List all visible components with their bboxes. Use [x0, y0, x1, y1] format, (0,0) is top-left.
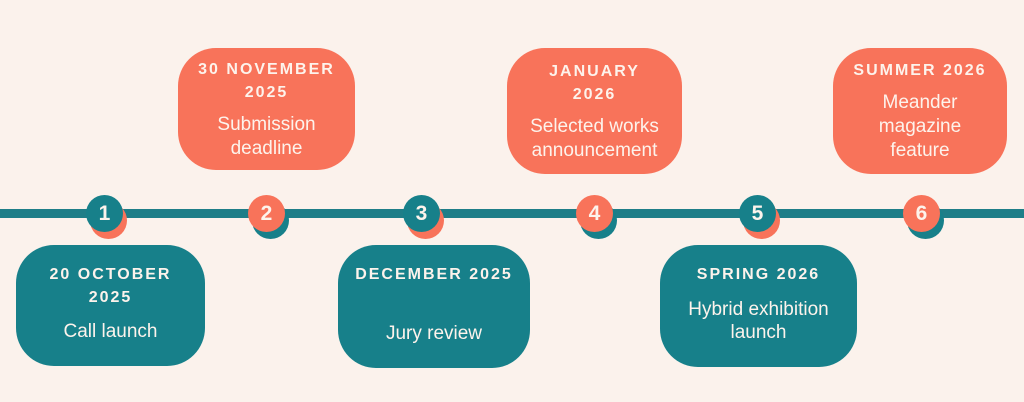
milestone-3-number-badge: 3: [403, 195, 440, 232]
milestone-4-date: JANUARY 2026: [549, 62, 640, 103]
milestone-6-card: SUMMER 2026 Meander magazine feature: [833, 48, 1007, 174]
milestone-3-date: DECEMBER 2025: [355, 266, 513, 283]
milestone-4-label: Selected works announcement: [530, 115, 659, 161]
milestone-2-label: Submission deadline: [217, 113, 316, 159]
milestone-6-date: SUMMER 2026: [853, 62, 987, 80]
milestone-5-date: SPRING 2026: [696, 266, 821, 283]
milestone-2-number-badge: 2: [248, 195, 285, 232]
milestone-4-number-badge: 4: [576, 195, 613, 232]
timeline-line: [0, 209, 1024, 218]
milestone-4-card: JANUARY 2026 Selected works announcement: [507, 48, 682, 174]
milestone-1-date: 20 OCTOBER 2025: [49, 266, 172, 307]
milestone-3-card: DECEMBER 2025 Jury review: [338, 245, 530, 368]
milestone-3-label: Jury review: [385, 323, 483, 345]
milestone-6-number-badge: 6: [903, 195, 940, 232]
milestone-5-number-badge: 5: [739, 195, 776, 232]
milestone-1-label: Call launch: [63, 321, 158, 343]
milestone-2-card: 30 NOVEMBER 2025 Submission deadline: [178, 48, 355, 170]
milestone-5-card: SPRING 2026 Hybrid exhibition launch: [660, 245, 857, 367]
milestone-1-card: 20 OCTOBER 2025 Call launch: [16, 245, 205, 366]
milestone-1-number-badge: 1: [86, 195, 123, 232]
milestone-5-label: Hybrid exhibition launch: [688, 298, 829, 344]
milestone-6-label: Meander magazine feature: [878, 92, 962, 161]
milestone-2-date: 30 NOVEMBER 2025: [198, 60, 335, 101]
